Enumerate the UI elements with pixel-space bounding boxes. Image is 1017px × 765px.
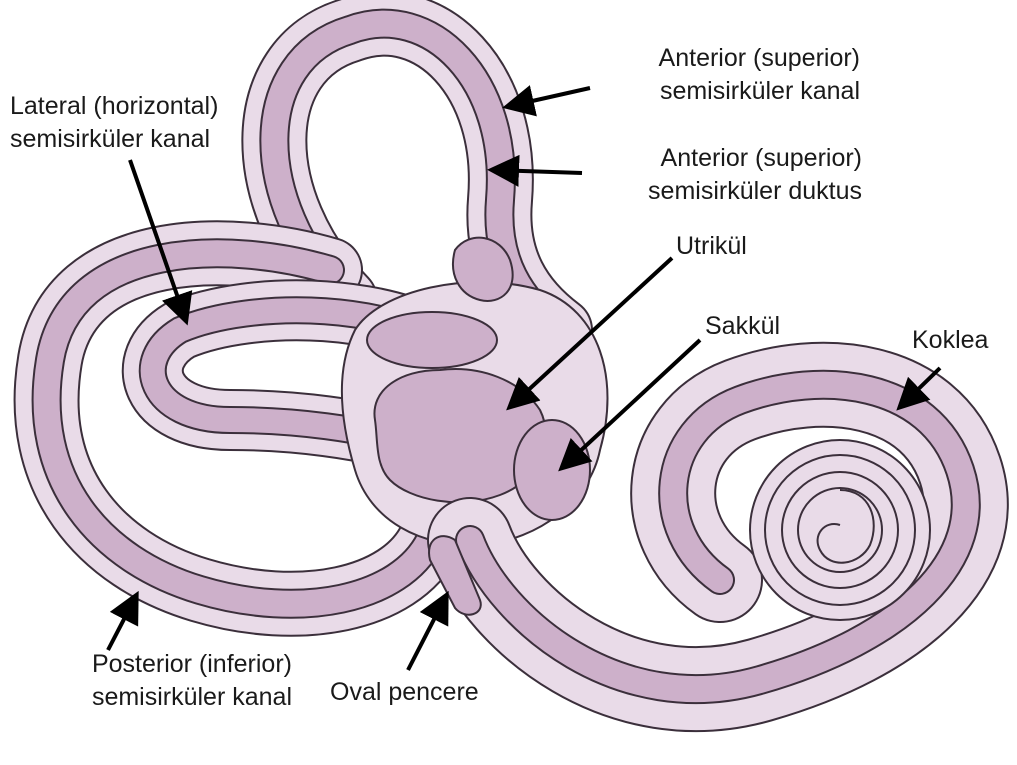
saccule-shape bbox=[514, 420, 590, 520]
label-oval-window: Oval pencere bbox=[330, 676, 479, 709]
label-line: Sakkül bbox=[705, 310, 780, 343]
label-anterior-semicircular-canal: Anterior (superior) semisirküler kanal bbox=[560, 42, 860, 108]
label-line: Oval pencere bbox=[330, 676, 479, 709]
label-utricle: Utrikül bbox=[676, 230, 747, 263]
lateral-ampulla bbox=[367, 312, 497, 368]
arrow-posterior-kanal bbox=[108, 598, 135, 650]
label-saccule: Sakkül bbox=[705, 310, 780, 343]
label-line: semisirküler duktus bbox=[560, 175, 862, 208]
label-anterior-semicircular-duct: Anterior (superior) semisirküler duktus bbox=[560, 142, 862, 208]
label-line: Utrikül bbox=[676, 230, 747, 263]
label-line: Lateral (horizontal) bbox=[10, 90, 218, 123]
label-line: semisirküler kanal bbox=[10, 123, 218, 156]
label-line: Koklea bbox=[912, 324, 988, 357]
label-line: Anterior (superior) bbox=[560, 142, 862, 175]
label-line: Posterior (inferior) bbox=[10, 648, 292, 681]
label-posterior-semicircular-canal: Posterior (inferior) semisirküler kanal bbox=[10, 648, 292, 714]
arrow-oval-pencere bbox=[408, 598, 445, 670]
label-cochlea: Koklea bbox=[912, 324, 988, 357]
label-lateral-semicircular-canal: Lateral (horizontal) semisirküler kanal bbox=[10, 90, 218, 156]
label-line: Anterior (superior) bbox=[560, 42, 860, 75]
label-line: semisirküler kanal bbox=[560, 75, 860, 108]
label-line: semisirküler kanal bbox=[10, 681, 292, 714]
